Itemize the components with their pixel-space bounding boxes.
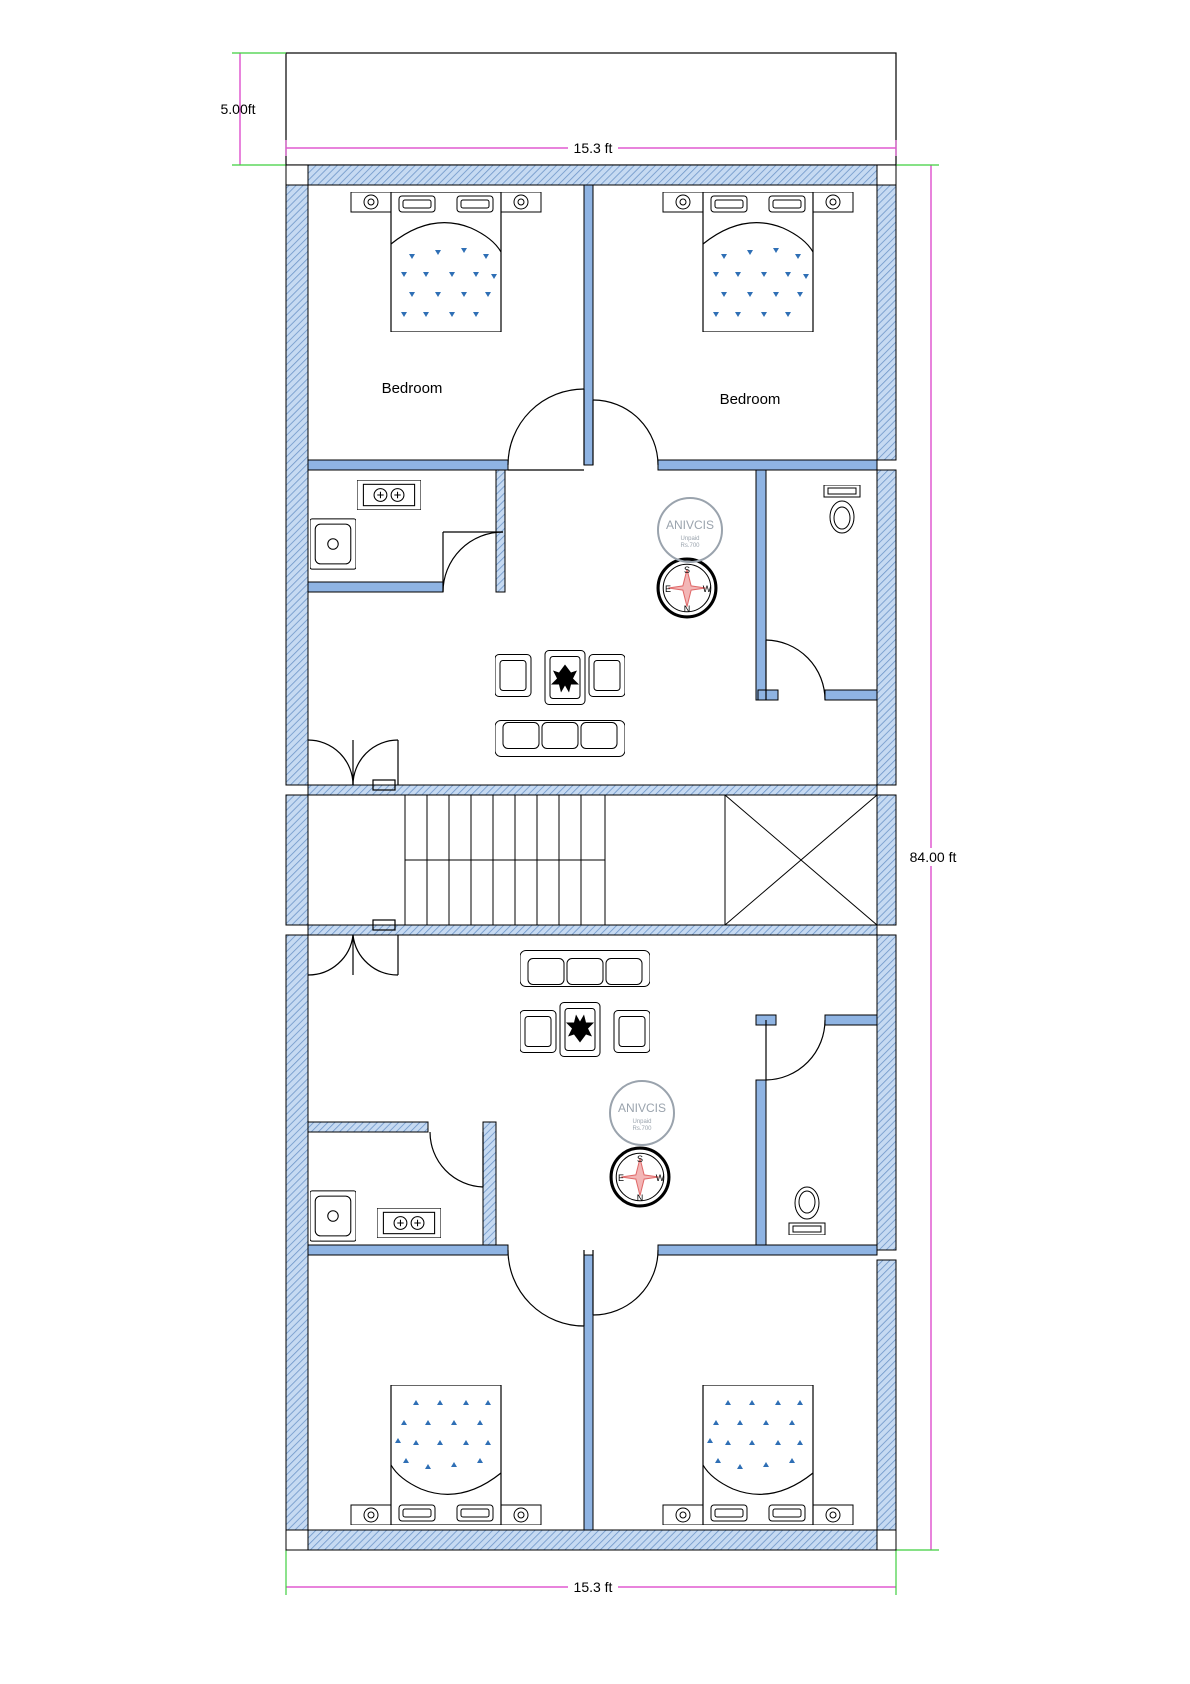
toilet-icon bbox=[788, 1186, 826, 1235]
toilet-icon bbox=[823, 485, 861, 534]
svg-text:W: W bbox=[703, 584, 712, 594]
svg-text:Unpaid: Unpaid bbox=[680, 536, 699, 542]
svg-text:S: S bbox=[637, 1154, 643, 1164]
stove-icon bbox=[377, 1208, 441, 1238]
svg-text:E: E bbox=[618, 1173, 624, 1183]
room-label-bedroom: Bedroom bbox=[720, 391, 781, 408]
dim-setback: 5.00ft bbox=[220, 101, 255, 117]
sink-icon bbox=[310, 1190, 356, 1242]
bed-icon bbox=[662, 192, 854, 332]
svg-text:N: N bbox=[637, 1193, 644, 1203]
stove-icon bbox=[357, 480, 421, 510]
svg-text:ANIVCIS: ANIVCIS bbox=[666, 518, 714, 532]
doors bbox=[307, 388, 826, 1327]
outer-walls bbox=[285, 164, 897, 1551]
staircase bbox=[404, 794, 878, 926]
dim-length: 84.00 ft bbox=[910, 849, 957, 865]
svg-text:W: W bbox=[656, 1173, 665, 1183]
internal-walls bbox=[307, 184, 878, 1531]
svg-text:Unpaid: Unpaid bbox=[632, 1119, 651, 1125]
watermark-seal: ANIVCIS Unpaid Rs.700 bbox=[609, 1080, 675, 1146]
svg-text:Rs.700: Rs.700 bbox=[680, 543, 700, 549]
living-room-furniture-icon bbox=[520, 949, 650, 1058]
svg-text:Rs.700: Rs.700 bbox=[632, 1126, 652, 1132]
bed-icon bbox=[662, 1385, 854, 1525]
bed-icon bbox=[350, 1385, 542, 1525]
svg-text:N: N bbox=[684, 604, 691, 614]
room-label-bedroom: Bedroom bbox=[382, 380, 443, 397]
svg-text:E: E bbox=[665, 584, 671, 594]
svg-text:ANIVCIS: ANIVCIS bbox=[618, 1101, 666, 1115]
bed-icon bbox=[350, 192, 542, 332]
watermark-seal: ANIVCIS Unpaid Rs.700 bbox=[657, 497, 723, 563]
dim-width-top: 15.3 ft bbox=[574, 140, 613, 156]
sink-icon bbox=[310, 518, 356, 570]
svg-text:S: S bbox=[684, 565, 690, 575]
compass-labels: S W E N S W E N bbox=[618, 565, 712, 1203]
dim-width-bottom: 15.3 ft bbox=[574, 1579, 613, 1595]
living-room-furniture-icon bbox=[495, 649, 625, 758]
